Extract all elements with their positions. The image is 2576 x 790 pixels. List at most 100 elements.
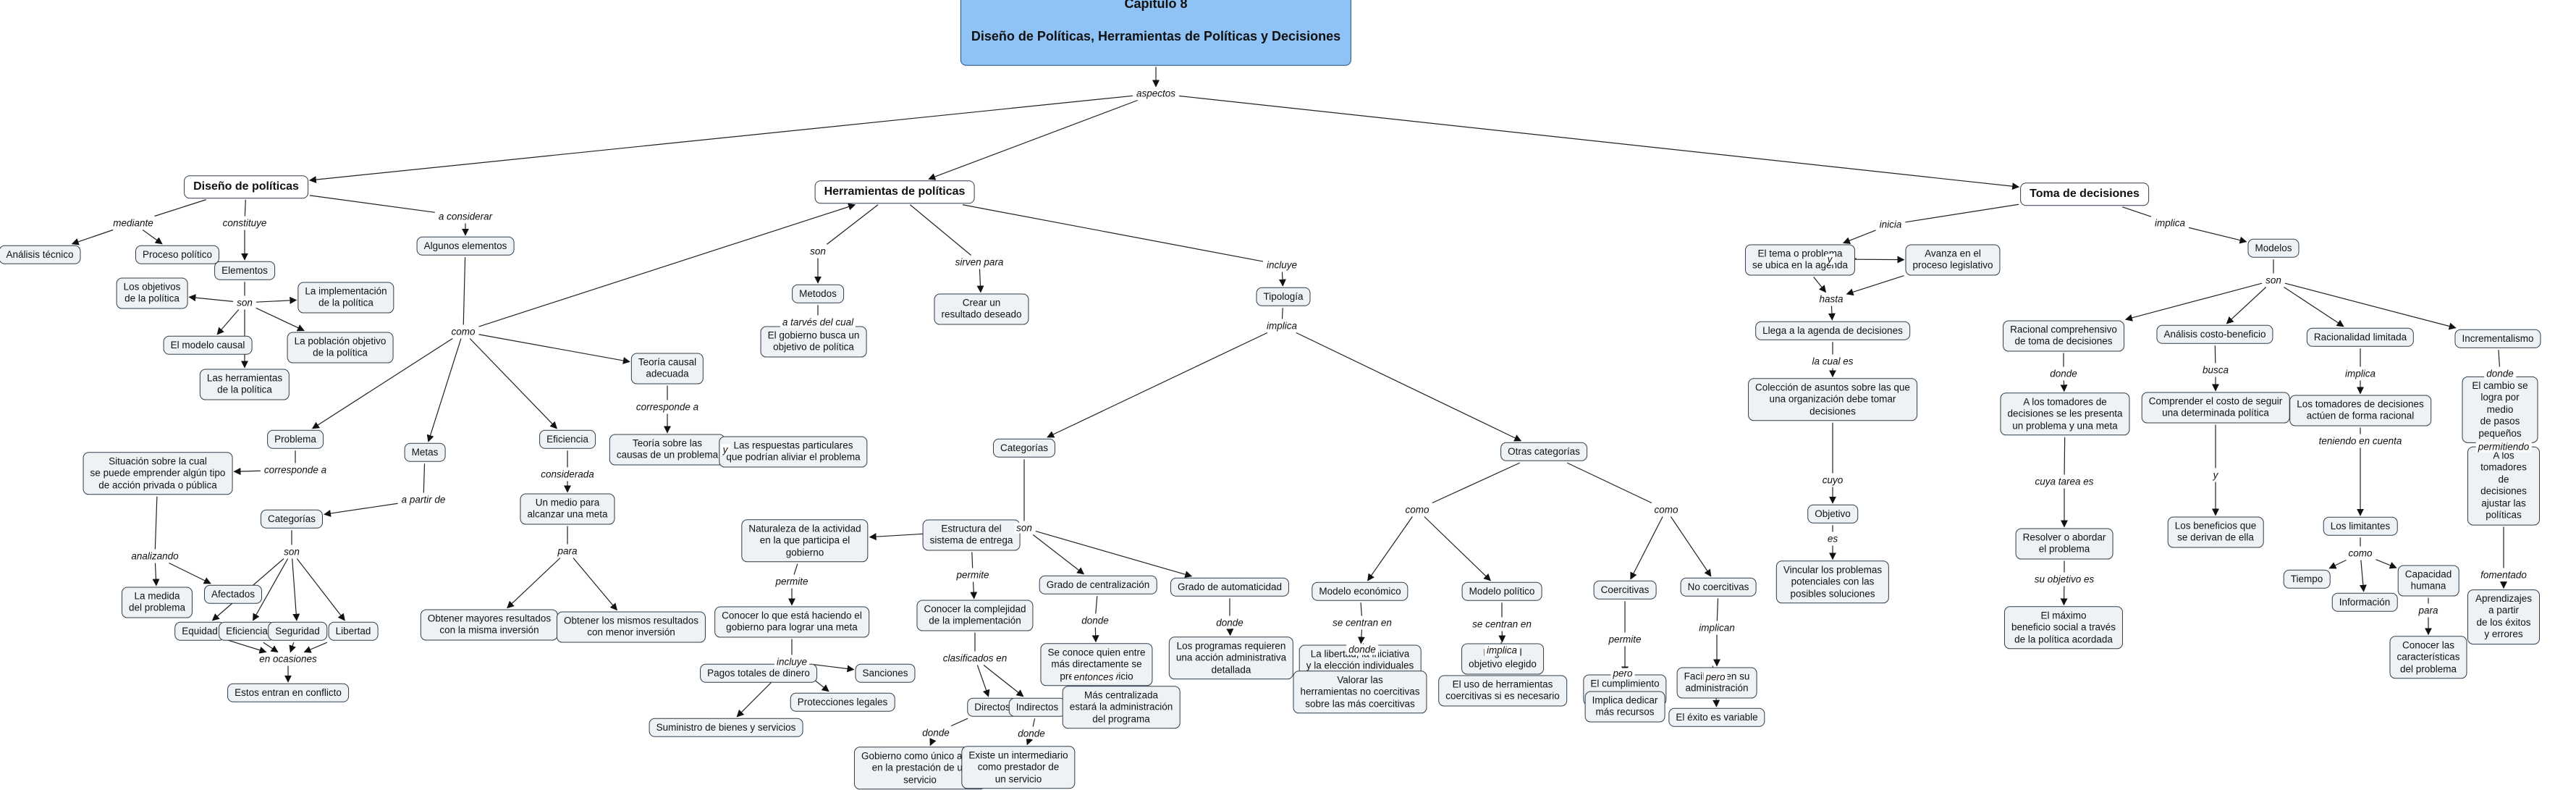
concept-situacion[interactable]: Situación sobre la cual se puede emprend… xyxy=(83,452,233,495)
concept-problema[interactable]: Problema xyxy=(267,429,324,450)
concept-resolver[interactable]: Resolver o abordar el problema xyxy=(2015,528,2113,560)
concept-tema[interactable]: El tema o problema se ubica en la agenda xyxy=(1744,244,1856,276)
concept-crear[interactable]: Crear un resultado deseado xyxy=(934,293,1029,325)
concept-modelo-causal[interactable]: El modelo causal xyxy=(163,335,253,356)
concept-seguridad[interactable]: Seguridad xyxy=(268,621,327,642)
link-label-como2: como xyxy=(1403,504,1432,516)
connector-l_apartir-categorias1 xyxy=(324,503,398,517)
connector-l_mediante-analisis xyxy=(71,229,114,245)
concept-objetivos[interactable]: Los objetivos de la política xyxy=(116,277,188,309)
concept-capacidad[interactable]: Capacidad humana xyxy=(2397,565,2459,597)
concept-conflicto[interactable]: Estos entran en conflicto xyxy=(227,683,349,703)
concept-valorar[interactable]: Valorar las herramientas no coercitivas … xyxy=(1293,671,1427,714)
concept-poblacion[interactable]: La población objetivo de la política xyxy=(287,332,394,364)
concept-eficiencia[interactable]: Eficiencia xyxy=(539,429,596,450)
concept-respuestas[interactable]: Las respuestas particulares que podrían … xyxy=(719,436,868,468)
concept-suministro[interactable]: Suministro de bienes y servicios xyxy=(649,718,803,738)
link-label-cuyatarea: cuya tarea es xyxy=(2032,476,2096,487)
concept-coleccion[interactable]: Colección de asuntos sobre las que una o… xyxy=(1748,378,1917,421)
connector-l_donde3-conoce_quien xyxy=(1091,627,1099,643)
connector-l_inicia-tema xyxy=(1842,230,1876,244)
concept-racional[interactable]: Racional comprehensivo de toma de decisi… xyxy=(2003,320,2124,352)
concept-uso-coerc[interactable]: El uso de herramientas coercitivas si es… xyxy=(1438,675,1567,707)
concept-no-coercitivas[interactable]: No coercitivas xyxy=(1680,577,1757,597)
concept-herr[interactable]: Herramientas de políticas xyxy=(814,180,975,203)
concept-implementacion[interactable]: La implementación de la política xyxy=(297,282,394,314)
concept-toma[interactable]: Toma de decisiones xyxy=(2020,182,2149,206)
connector-l_como2-politico xyxy=(1424,516,1491,581)
concept-medio[interactable]: Un medio para alcanzar una meta xyxy=(520,493,615,525)
concept-categorias2[interactable]: Categorías xyxy=(992,438,1056,458)
concept-diseno[interactable]: Diseño de políticas xyxy=(184,175,308,198)
concept-proceso[interactable]: Proceso político xyxy=(135,245,220,265)
concept-analisis[interactable]: Análisis técnico xyxy=(0,245,81,265)
concept-avanza[interactable]: Avanza en el proceso legislativo xyxy=(1905,244,2001,276)
concept-coercitivas[interactable]: Coercitivas xyxy=(1593,580,1657,600)
concept-libertad[interactable]: Libertad xyxy=(328,621,379,642)
concept-vincular[interactable]: Vincular los problemas potenciales con l… xyxy=(1775,560,1890,604)
concept-actuen[interactable]: Los tomadores de decisiones actúen de fo… xyxy=(2289,395,2431,426)
concept-pagos[interactable]: Pagos totales de dinero xyxy=(700,663,817,684)
concept-conocer-gob[interactable]: Conocer lo que está haciendo el gobierno… xyxy=(714,606,869,638)
concept-mayores[interactable]: Obtener mayores resultados con la misma … xyxy=(420,609,559,641)
concept-incremental[interactable]: Incrementalismo xyxy=(2454,329,2541,349)
concept-ajustar[interactable]: A los tomadores de decisiones ajustar la… xyxy=(2467,446,2540,526)
concept-programas[interactable]: Los programas requieren una acción admin… xyxy=(1168,636,1294,680)
concept-estructura[interactable]: Estructura del sistema de entrega xyxy=(922,519,1021,551)
concept-conocer-car[interactable]: Conocer las características del problema xyxy=(2389,636,2467,679)
concept-medida[interactable]: La medida del problema xyxy=(121,587,193,618)
link-label-clasificados: clasificados en xyxy=(940,652,1010,664)
concept-economico[interactable]: Modelo económico xyxy=(1312,581,1409,602)
concept-aprendizajes[interactable]: Aprendizajes a partir de los éxitos y er… xyxy=(2467,589,2540,644)
concept-dedicar[interactable]: Implica dedicar más recursos xyxy=(1584,691,1665,723)
concept-metodos[interactable]: Metodos xyxy=(792,284,844,304)
concept-sanciones[interactable]: Sanciones xyxy=(855,663,916,684)
link-label-como4: como xyxy=(2346,547,2375,559)
concept-teoria-causal[interactable]: Teoría causal adecuada xyxy=(630,353,704,385)
concept-eficiencia-s[interactable]: Eficiencia xyxy=(219,621,275,642)
concept-cambio[interactable]: El cambio se logra por medio de pasos pe… xyxy=(2462,376,2538,444)
concept-elementos[interactable]: Elementos xyxy=(214,261,275,281)
concept-beneficios[interactable]: Los beneficios que se derivan de ella xyxy=(2167,516,2264,548)
concept-conoce-quien[interactable]: Se conoce quien entre más directamente s… xyxy=(1040,643,1153,686)
concept-otras[interactable]: Otras categorías xyxy=(1500,442,1587,462)
concept-mismos[interactable]: Obtener los mismos resultados con menor … xyxy=(556,611,706,643)
concept-intermediario[interactable]: Existe un intermediario como prestador d… xyxy=(961,746,1076,789)
concept-complejidad[interactable]: Conocer la complejidad de la implementac… xyxy=(916,600,1034,631)
connector-l_son4-automaticidad xyxy=(1035,531,1193,579)
concept-modelos[interactable]: Modelos xyxy=(2247,238,2300,259)
concept-tiempo[interactable]: Tiempo xyxy=(2283,569,2331,589)
concept-teoria-causas[interactable]: Teoría sobre las causas de un problema xyxy=(609,434,726,466)
concept-llega[interactable]: Llega a la agenda de decisiones xyxy=(1755,321,1910,341)
concept-automaticidad[interactable]: Grado de automaticidad xyxy=(1170,577,1290,597)
concept-limitantes[interactable]: Los limitantes xyxy=(2323,516,2398,537)
concept-herramientas-pol[interactable]: Las herramientas de la política xyxy=(199,369,290,400)
concept-exito-variable[interactable]: El éxito es variable xyxy=(1668,707,1765,728)
chapter-title[interactable]: Capítulo 8 Diseño de Políticas, Herramie… xyxy=(960,0,1352,66)
concept-algunos[interactable]: Algunos elementos xyxy=(416,236,515,256)
concept-comprender[interactable]: Comprender el costo de seguir una determ… xyxy=(2141,392,2290,424)
concept-categorias1[interactable]: Categorías xyxy=(260,509,324,529)
concept-costo[interactable]: Análisis costo-beneficio xyxy=(2156,324,2273,345)
concept-tipologia[interactable]: Tipología xyxy=(1256,287,1311,307)
connector-herr-l_sirven xyxy=(910,204,971,256)
concept-limitada[interactable]: Racionalidad limitada xyxy=(2306,327,2415,348)
concept-naturaleza[interactable]: Naturaleza de la actividad en la que par… xyxy=(741,519,869,563)
concept-tomadores1[interactable]: A los tomadores de decisiones se les pre… xyxy=(2000,392,2130,436)
concept-indirectos[interactable]: Indirectos xyxy=(1008,697,1066,718)
concept-protecciones[interactable]: Protecciones legales xyxy=(790,692,895,713)
link-label-implican: implican xyxy=(1697,622,1737,634)
concept-centralizacion[interactable]: Grado de centralización xyxy=(1039,575,1157,595)
concept-objetivo[interactable]: Objetivo xyxy=(1807,504,1858,524)
concept-maximo[interactable]: El máximo beneficio social a través de l… xyxy=(2003,606,2124,650)
concept-politico[interactable]: Modelo político xyxy=(1461,581,1542,602)
concept-mas-central[interactable]: Más centralizada estará la administració… xyxy=(1062,686,1181,729)
concept-equidad[interactable]: Equidad xyxy=(174,621,225,642)
concept-informacion[interactable]: Información xyxy=(2331,592,2398,613)
link-label-pero1: pero xyxy=(1610,668,1635,679)
concept-gobierno-busca[interactable]: El gobierno busca un objetivo de polític… xyxy=(760,326,867,358)
connector-l_como4-capacidad xyxy=(2376,559,2397,569)
concept-metas[interactable]: Metas xyxy=(404,442,446,463)
concept-afectados[interactable]: Afectados xyxy=(203,584,263,605)
connector-l_incluye2-sanciones xyxy=(810,663,855,673)
